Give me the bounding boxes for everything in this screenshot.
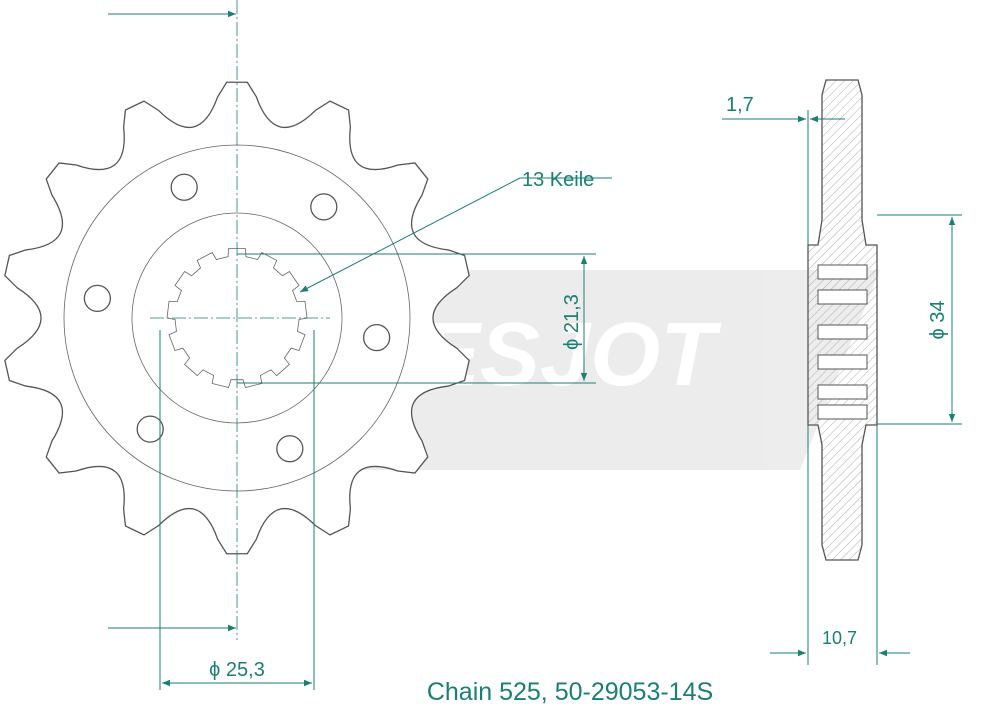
hub-diameter-label: ϕ 34: [927, 300, 949, 339]
spline-diameter-dim: ϕ 21,3: [237, 253, 596, 384]
bolt-hole: [276, 435, 304, 463]
hub-width-dim: 10,7: [770, 425, 910, 665]
side-spline-groove: [817, 404, 868, 420]
sprocket-front-view: [4, 0, 470, 640]
sprocket-side-view: [807, 79, 878, 561]
spline-diameter-label: ϕ 21,3: [561, 294, 583, 350]
bolt-circle-dim: ϕ 25,3: [159, 330, 315, 690]
bolt-hole: [136, 415, 164, 443]
spline-label: 13 Keile: [522, 169, 594, 191]
bolt-holes: [83, 173, 391, 463]
tooth-thickness-label: 1,7: [726, 94, 754, 116]
bolt-hole: [83, 284, 112, 313]
watermark-logo: ESJOT: [300, 270, 880, 470]
side-spline-groove: [817, 384, 868, 400]
hub-width-label: 10,7: [822, 628, 857, 648]
bolt-hole: [362, 323, 391, 352]
bolt-circle-label: ϕ 25,3: [209, 659, 265, 681]
spline-bore: [166, 248, 308, 388]
side-spline-groove: [817, 289, 868, 305]
spline-leader: 13 Keile: [299, 169, 612, 293]
svg-text:ESJOT: ESJOT: [420, 305, 722, 405]
side-spline-groove: [817, 354, 868, 370]
side-spline-groove: [817, 264, 868, 280]
side-spline-grooves: [817, 264, 868, 420]
bolt-hole: [310, 193, 338, 221]
hub-diameter-dim: ϕ 34: [877, 214, 962, 425]
side-spline-groove: [817, 324, 868, 340]
bolt-hole: [170, 173, 198, 201]
part-caption: Chain 525, 50-29053-14S: [427, 678, 713, 706]
tooth-thickness-dim: 1,7: [722, 94, 845, 245]
